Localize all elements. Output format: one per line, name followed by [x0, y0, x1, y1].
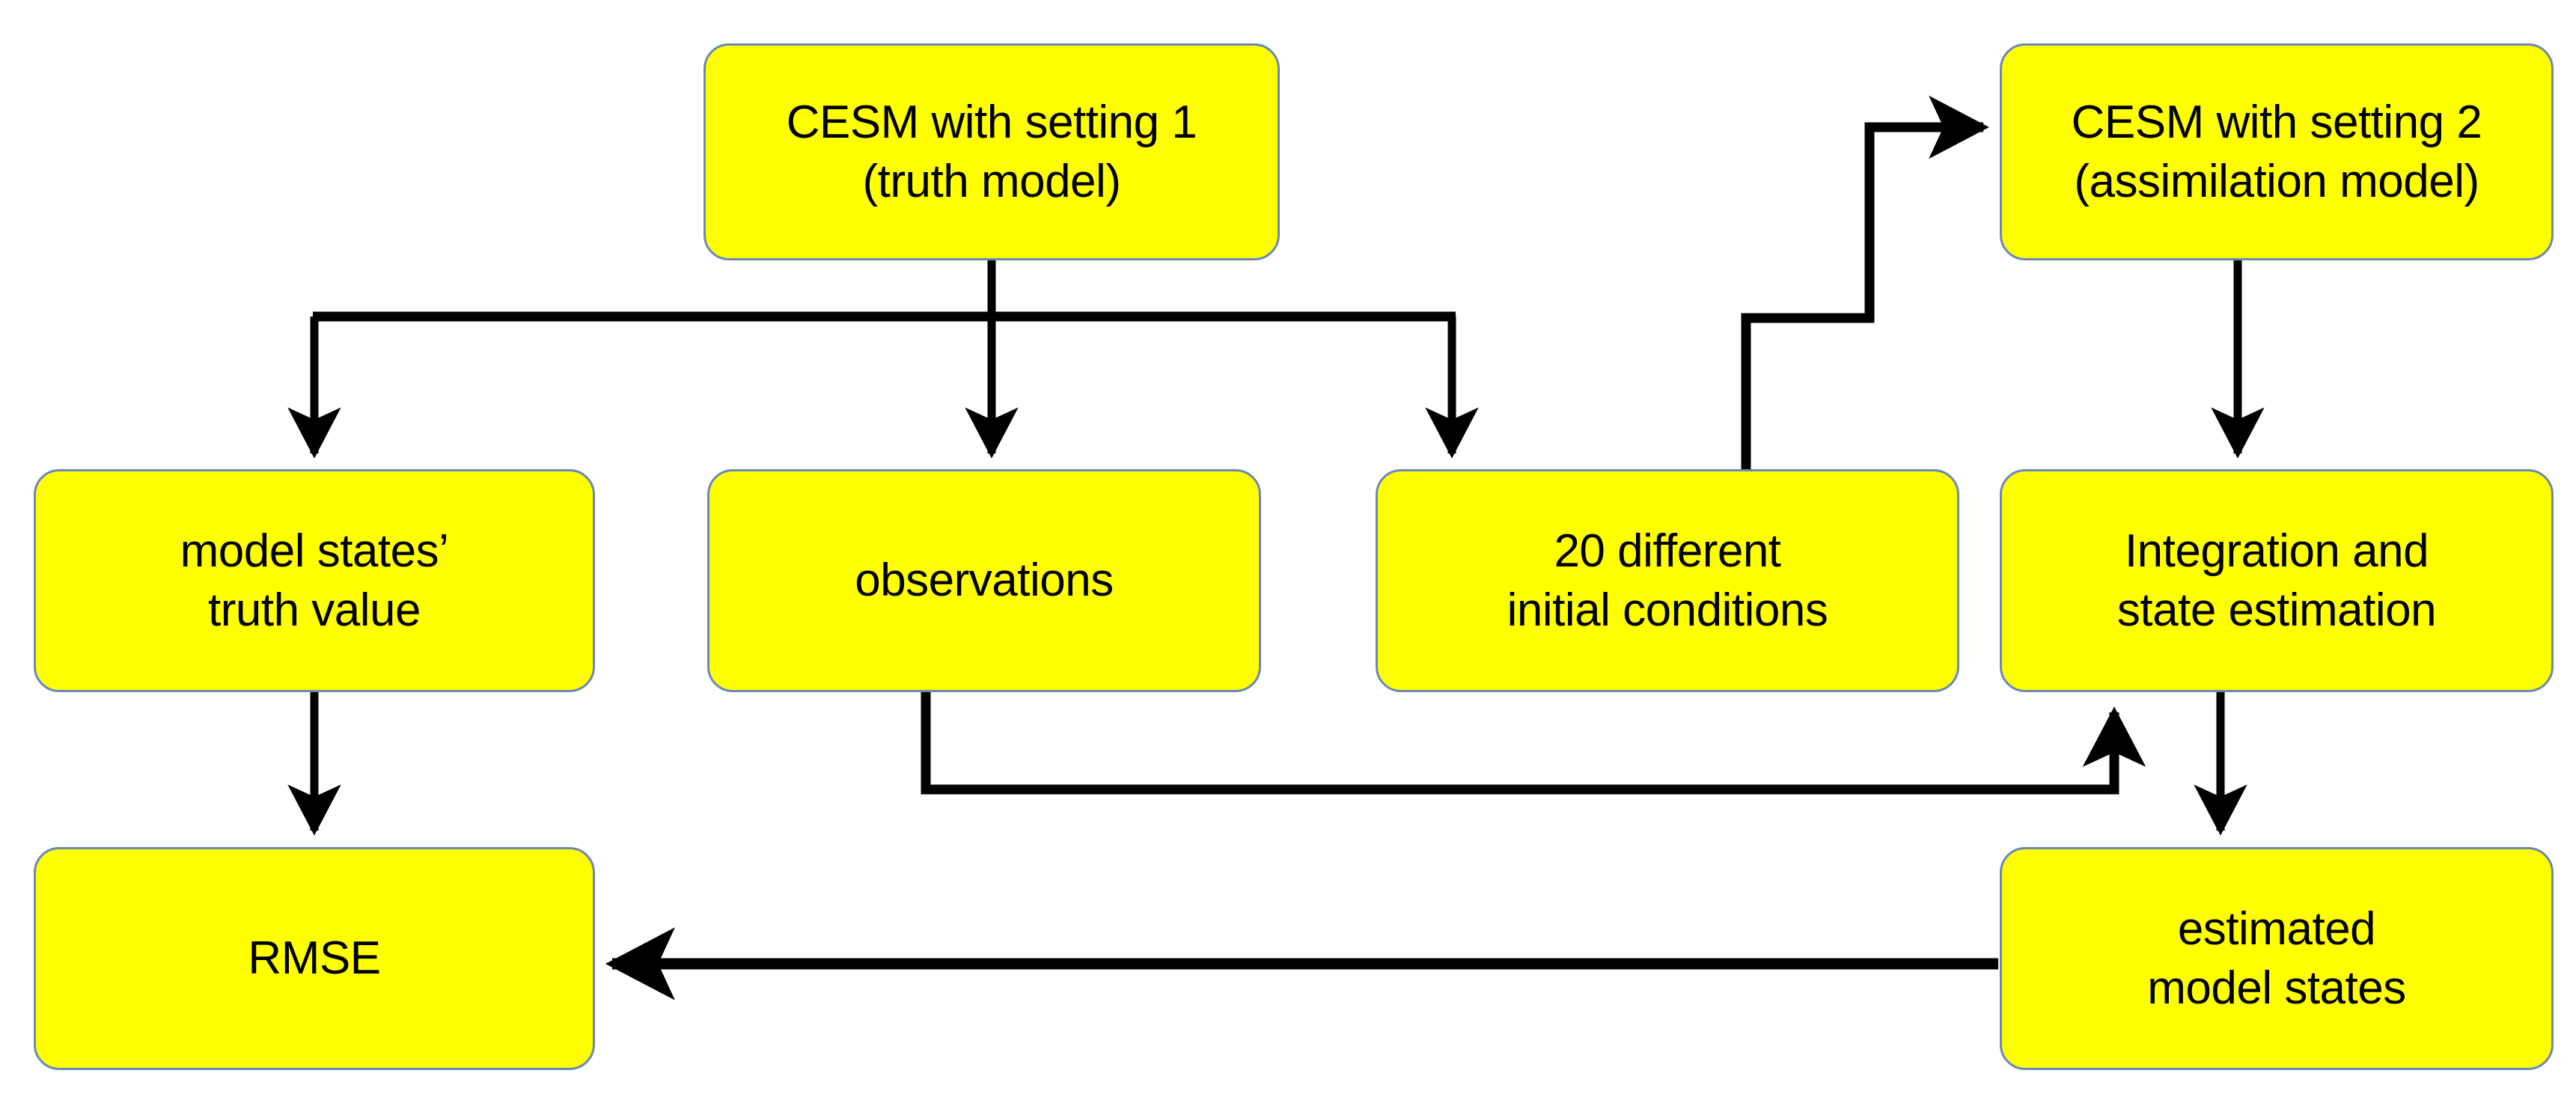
node-cesm-setting-2[interactable]: CESM with setting 2 (assimilation model) [2000, 43, 2554, 260]
connector-initial-conditions-to-cesm-2 [1741, 95, 1989, 469]
node-label: 20 different initial conditions [1507, 525, 1828, 636]
node-model-states-truth-value[interactable]: model states’ truth value [34, 469, 595, 692]
node-label: model states’ truth value [180, 525, 449, 636]
node-label: CESM with setting 2 (assimilation model) [2071, 96, 2482, 207]
node-label: RMSE [248, 932, 381, 985]
node-integration-state-estimation[interactable]: Integration and state estimation [2000, 469, 2554, 692]
node-label: estimated model states [2147, 902, 2406, 1014]
node-rmse[interactable]: RMSE [34, 847, 595, 1070]
node-estimated-model-states[interactable]: estimated model states [2000, 847, 2554, 1070]
node-initial-conditions[interactable]: 20 different initial conditions [1376, 469, 1959, 692]
node-label: observations [855, 554, 1114, 607]
node-observations[interactable]: observations [707, 469, 1261, 692]
connector-observations-to-integration [921, 692, 2146, 795]
node-label: Integration and state estimation [2116, 525, 2437, 636]
node-label: CESM with setting 1 (truth model) [786, 96, 1197, 207]
node-cesm-setting-1[interactable]: CESM with setting 1 (truth model) [703, 43, 1280, 260]
